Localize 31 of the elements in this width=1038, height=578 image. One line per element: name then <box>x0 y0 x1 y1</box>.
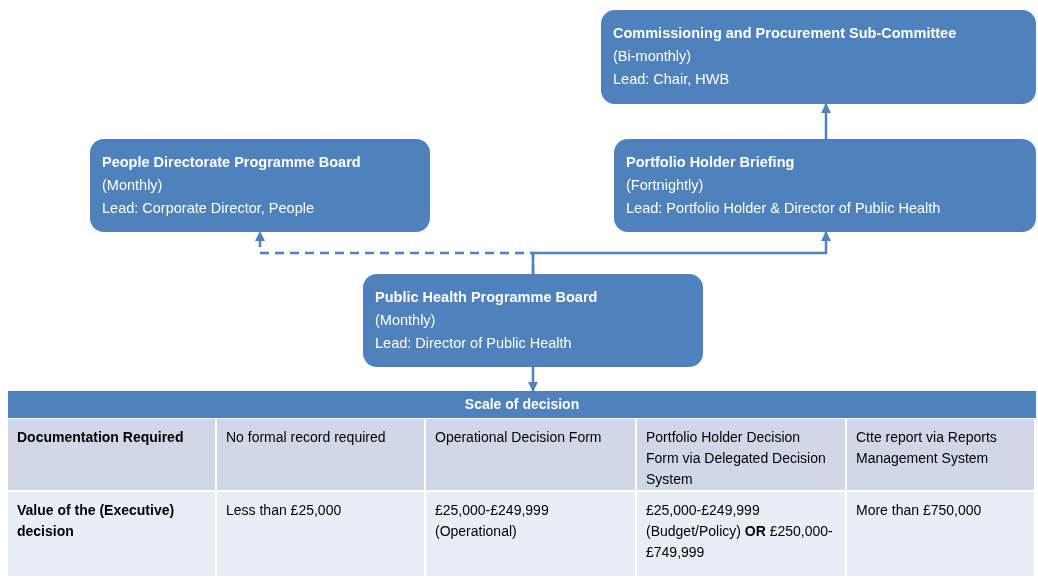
process-box <box>601 10 1036 104</box>
box-text: Lead: Director of Public Health <box>375 334 573 353</box>
box-title: People Directorate Programme Board <box>102 153 362 172</box>
table-cell: Documentation Required <box>8 419 215 490</box>
table-header-band <box>8 391 1036 418</box>
table-cell: More than £750,000 <box>847 492 1034 576</box>
table-cell: Portfolio Holder Decision Form via Delegated Decision System <box>637 419 845 490</box>
table-cell: Less than £25,000 <box>217 492 424 576</box>
box-text: (Monthly) <box>102 176 164 195</box>
table-cell: Ctte report via Reports Management System <box>847 419 1034 490</box>
table-cell: No formal record required <box>217 419 424 490</box>
box-title: Public Health Programme Board <box>375 288 599 307</box>
box-text: (Monthly) <box>375 311 437 330</box>
box-title: Portfolio Holder Briefing <box>626 153 796 172</box>
box-text: Lead: Chair, HWB <box>613 70 731 89</box>
arrow <box>531 231 831 274</box>
box-text: (Fortnightly) <box>626 176 705 195</box>
table-cell: Operational Decision Form <box>426 419 635 490</box>
box-text: (Bi-monthly) <box>613 47 693 66</box>
table-cell: £25,000-£249,999 (Operational) <box>426 492 635 576</box>
arrow <box>528 367 538 392</box>
box-text: Lead: Corporate Director, People <box>102 199 315 218</box>
table-cell: Value of the (Executive) decision <box>8 492 215 576</box>
arrow <box>821 103 831 139</box>
box-title: Commissioning and Procurement Sub-Committee <box>613 24 958 43</box>
table-heading: Scale of decision <box>464 396 580 412</box>
process-box <box>90 139 430 232</box>
process-box <box>363 274 703 367</box>
box-text: Lead: Portfolio Holder & Director of Public Health <box>626 199 942 218</box>
table-cell: £25,000-£249,999 (Budget/Policy) OR £250,000-£749,999 <box>637 492 845 576</box>
process-box <box>614 139 1036 232</box>
